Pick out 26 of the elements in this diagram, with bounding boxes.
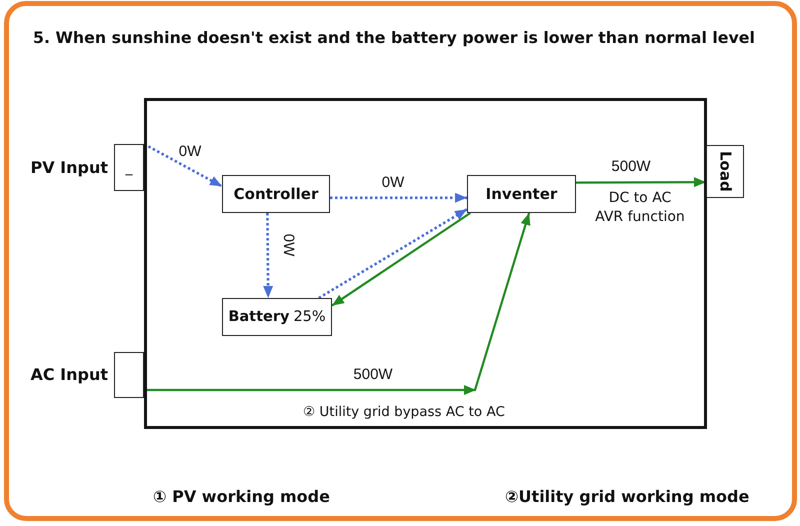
arrow (576, 177, 706, 188)
edge-note: ② Utility grid bypass AC to AC (303, 403, 505, 421)
dotted-arrow (263, 212, 274, 298)
dotted-arrow (318, 208, 468, 300)
port-label: AC Input (30, 365, 108, 385)
edge-label: 0W (178, 144, 202, 160)
arrow (144, 212, 530, 395)
process-box: Controller (222, 175, 330, 213)
edge-label: 500W (353, 367, 393, 383)
diagram-title: 5. When sunshine doesn't exist and the battery power is lower than normal level (33, 27, 755, 48)
edge-note: DC to AC AVR function (594, 189, 686, 227)
process-box (222, 298, 332, 336)
dotted-arrow (330, 192, 467, 203)
mode-caption: ②Utility grid working mode (505, 487, 750, 507)
port-sign: _ (126, 160, 132, 176)
edge-label: 0W (382, 175, 404, 191)
block-value: 25% (293, 308, 326, 326)
enclosure-box (144, 98, 707, 429)
edge-label: 0W (280, 234, 296, 256)
block-label: Battery (228, 308, 290, 326)
edge-label: 500W (611, 159, 651, 175)
load-box: Load (706, 145, 744, 198)
arrow (331, 212, 471, 307)
port-label: PV Input (30, 158, 108, 178)
mode-caption: ① PV working mode (153, 487, 330, 507)
process-box: Inventer (467, 175, 576, 213)
